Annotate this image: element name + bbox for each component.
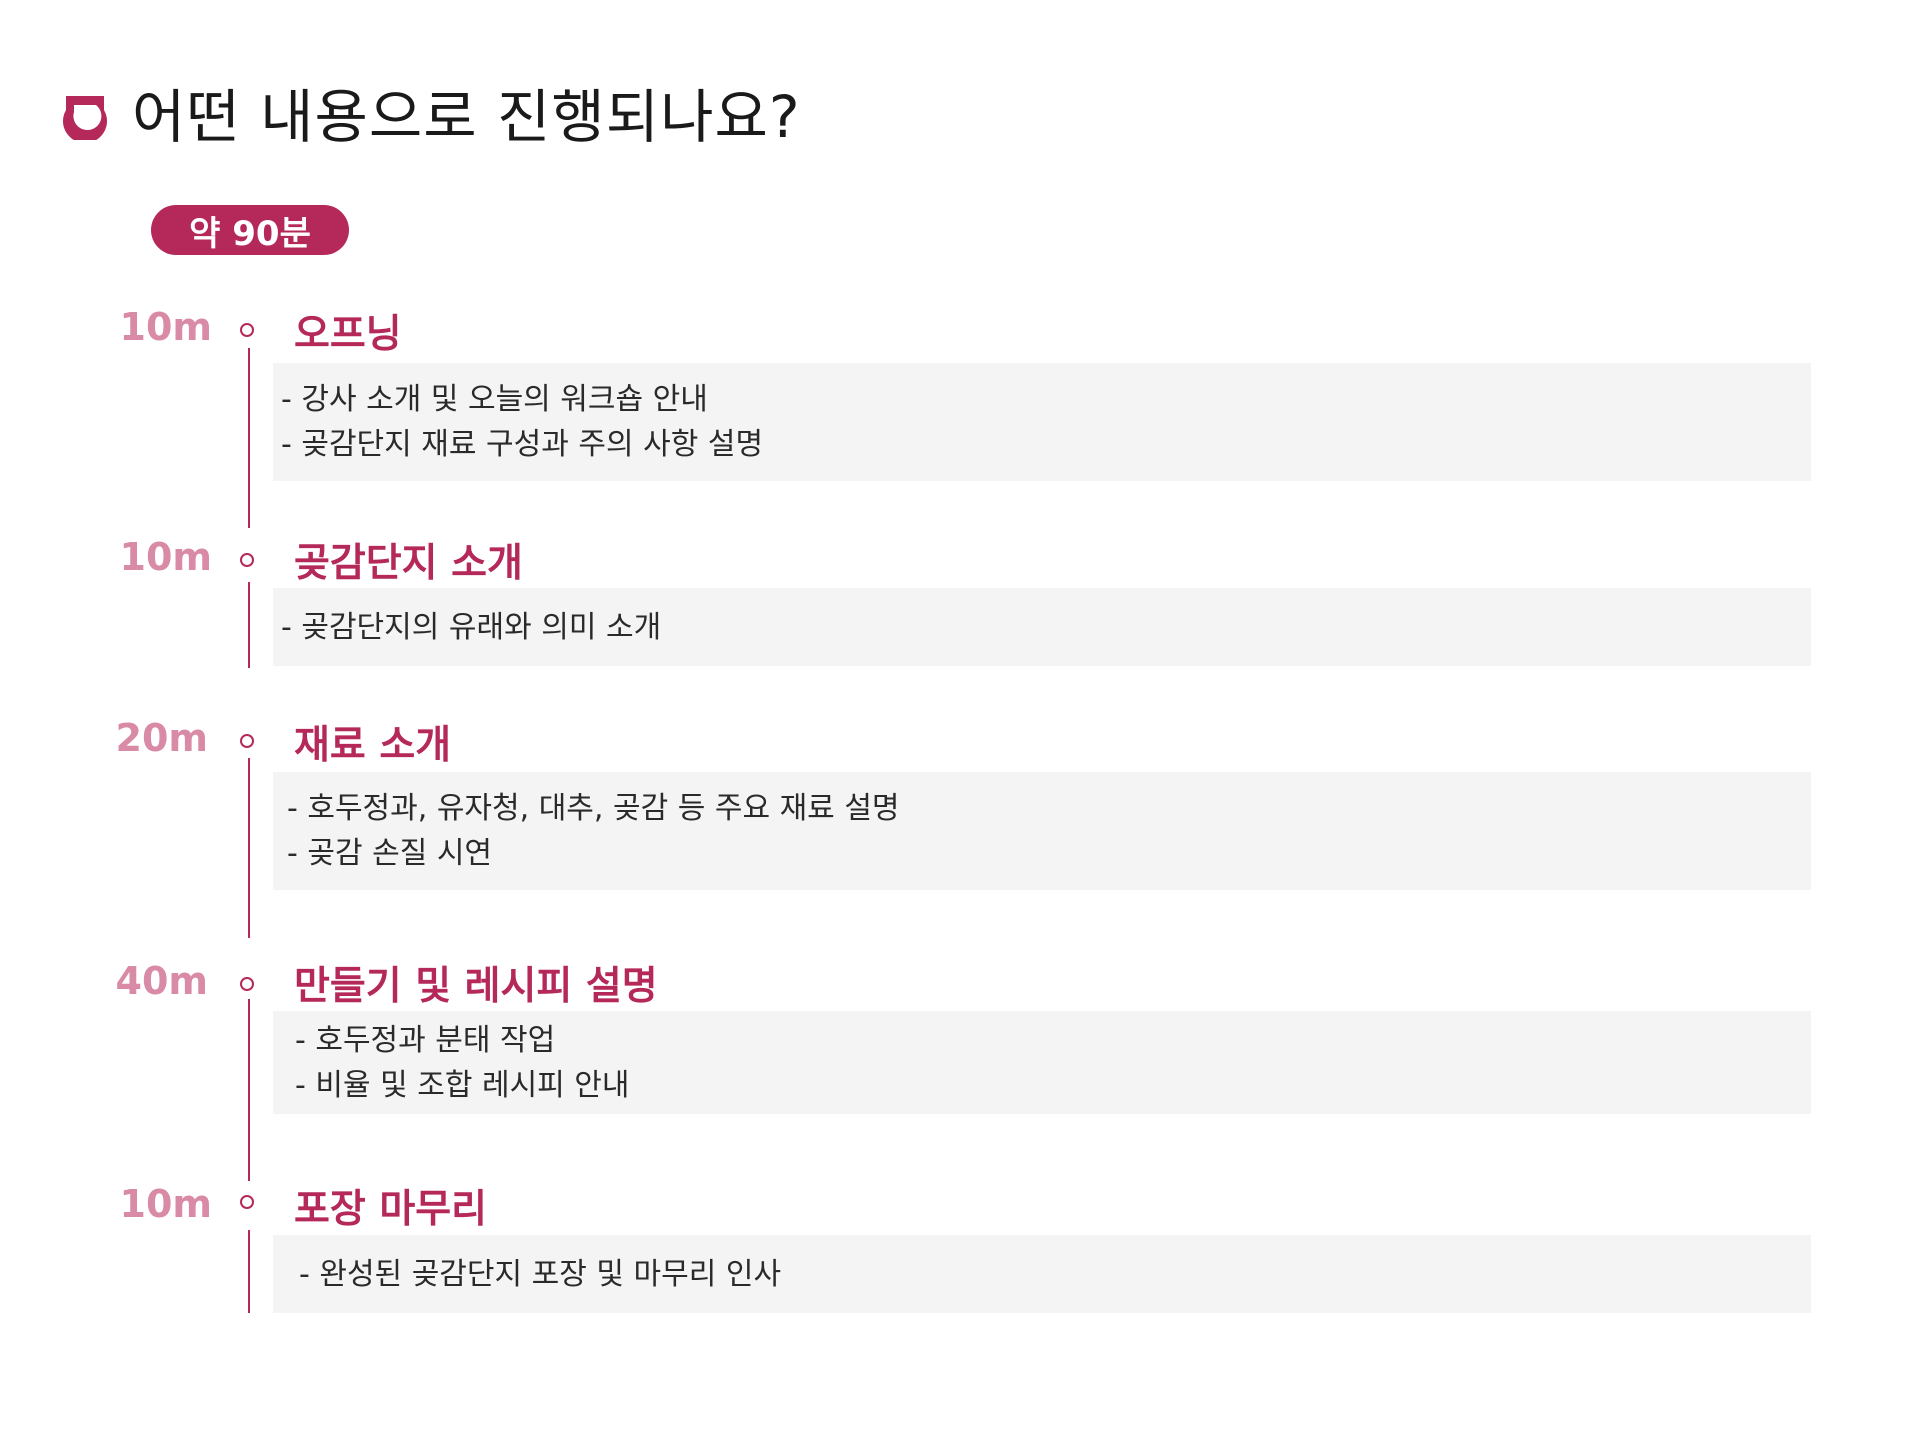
- duration-label: 10m: [119, 305, 212, 349]
- detail-item: - 호두정과 분태 작업: [295, 1022, 556, 1058]
- duration-label: 20m: [115, 716, 208, 760]
- timeline-node: [240, 323, 254, 337]
- page-title: 어떤 내용으로 진행되나요?: [132, 83, 801, 151]
- duration-label: 10m: [119, 1182, 212, 1226]
- section-details: - 완성된 곶감단지 포장 및 마무리 인사: [273, 1235, 1811, 1313]
- detail-item: - 비율 및 조합 레시피 안내: [295, 1067, 630, 1103]
- section-details: - 호두정과 분태 작업 - 비율 및 조합 레시피 안내: [273, 1011, 1811, 1114]
- section-details: - 호두정과, 유자청, 대추, 곶감 등 주요 재료 설명 - 곶감 손질 시…: [273, 772, 1811, 890]
- timeline-node: [240, 1195, 254, 1209]
- timeline-node: [240, 734, 254, 748]
- timeline-line: [248, 348, 250, 528]
- section-title: 만들기 및 레시피 설명: [294, 964, 658, 1009]
- timeline-node: [240, 553, 254, 567]
- brand-ring-icon: [63, 96, 107, 140]
- timeline-node: [240, 977, 254, 991]
- detail-item: - 완성된 곶감단지 포장 및 마무리 인사: [299, 1256, 782, 1292]
- section-title: 포장 마무리: [294, 1187, 487, 1232]
- detail-item: - 강사 소개 및 오늘의 워크숍 안내: [281, 382, 708, 417]
- section-details: - 곶감단지의 유래와 의미 소개: [273, 588, 1811, 666]
- detail-item: - 곶감단지의 유래와 의미 소개: [281, 609, 662, 645]
- detail-item: - 곶감 손질 시연: [287, 836, 493, 871]
- section-title: 곶감단지 소개: [294, 541, 523, 586]
- section-title: 오프닝: [294, 312, 402, 357]
- timeline-line: [248, 1230, 250, 1313]
- section-title: 재료 소개: [294, 723, 452, 768]
- duration-label: 40m: [115, 959, 208, 1003]
- section-details: - 강사 소개 및 오늘의 워크숍 안내 - 곶감단지 재료 구성과 주의 사항…: [273, 363, 1811, 481]
- timeline-line: [248, 758, 250, 938]
- duration-label: 10m: [119, 535, 212, 579]
- page-header: 어떤 내용으로 진행되나요?: [54, 70, 801, 154]
- detail-item: - 곶감단지 재료 구성과 주의 사항 설명: [281, 427, 764, 462]
- timeline-line: [248, 582, 250, 668]
- timeline-line: [248, 999, 250, 1181]
- duration-badge: 약 90분: [151, 205, 349, 255]
- detail-item: - 호두정과, 유자청, 대추, 곶감 등 주요 재료 설명: [287, 791, 900, 826]
